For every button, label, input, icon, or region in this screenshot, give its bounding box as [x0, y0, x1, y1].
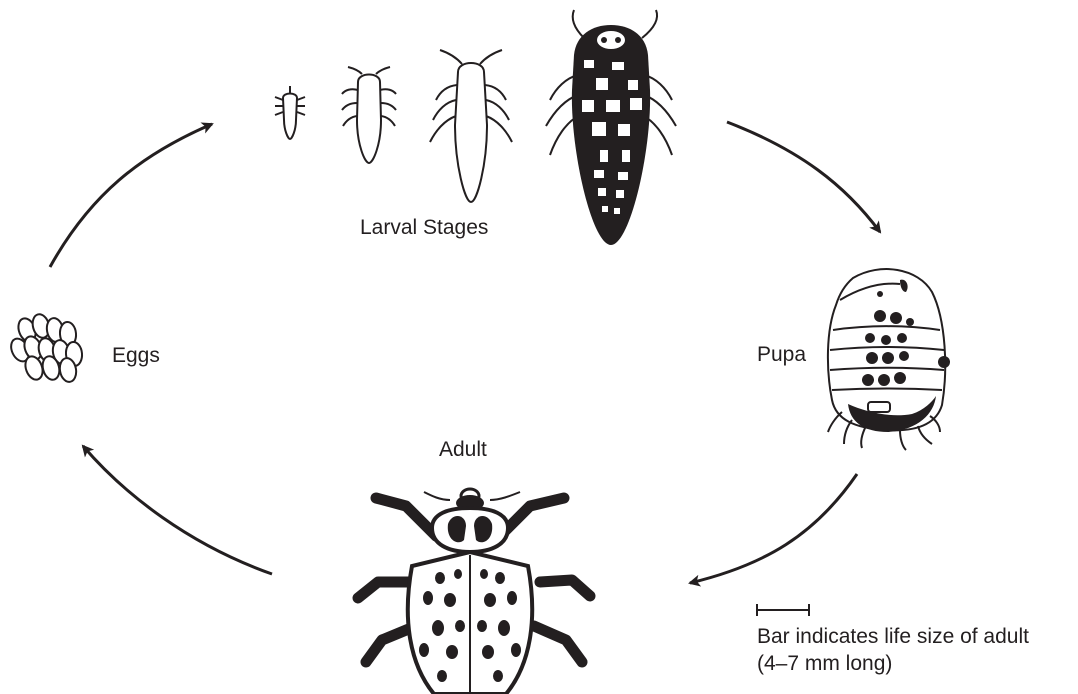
adult-beetle-illustration — [358, 489, 590, 694]
arrow-pupa-to-adult — [690, 474, 857, 583]
larva-instar-3-icon — [430, 50, 512, 202]
scale-bar — [757, 604, 809, 616]
scale-note-line-2: (4–7 mm long) — [757, 653, 892, 674]
larva-instar-2-icon — [342, 67, 396, 163]
arrow-larvae-to-pupa — [727, 122, 880, 232]
pupa-illustration — [828, 269, 950, 450]
larva-instar-4-icon — [546, 10, 676, 245]
eggs-label: Eggs — [112, 345, 160, 366]
scale-note-line-1: Bar indicates life size of adult — [757, 626, 1029, 647]
arrow-eggs-to-larvae — [50, 124, 212, 267]
adult-label: Adult — [439, 439, 487, 460]
larval-stages-label: Larval Stages — [360, 217, 488, 238]
eggs-illustration — [8, 312, 83, 383]
arrow-adult-to-eggs — [83, 446, 272, 574]
larva-instar-1-icon — [275, 86, 305, 139]
pupa-label: Pupa — [757, 344, 806, 365]
